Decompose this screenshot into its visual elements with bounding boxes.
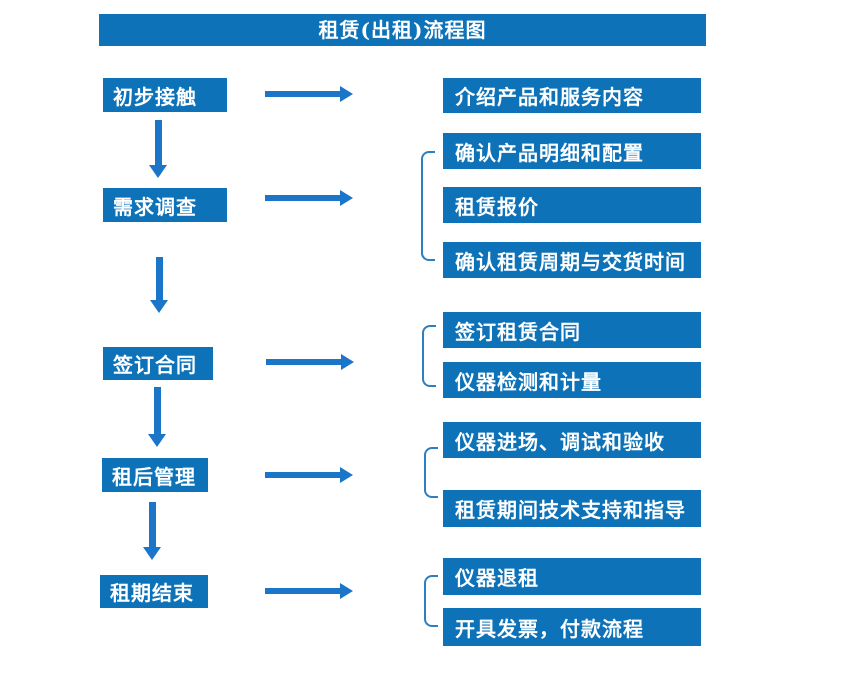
step-box-initial-contact: 初步接触 bbox=[103, 78, 227, 112]
down-arrow-stem bbox=[148, 502, 156, 547]
step-box-demand-survey: 需求调查 bbox=[103, 188, 227, 222]
right-arrow-head bbox=[340, 190, 353, 206]
detail-box-confirm-rental-period: 确认租赁周期与交货时间 bbox=[443, 242, 701, 278]
detail-box-sign-rental-contract: 签订租赁合同 bbox=[443, 312, 701, 348]
group-bracket-icon bbox=[421, 151, 435, 261]
step-box-lease-end: 租期结束 bbox=[100, 575, 208, 608]
down-arrow-stem bbox=[154, 120, 162, 165]
right-arrow-icon bbox=[265, 583, 353, 599]
right-arrow-icon bbox=[265, 190, 353, 206]
right-arrow-head bbox=[340, 86, 353, 102]
group-bracket-icon bbox=[424, 447, 438, 498]
down-arrow-stem bbox=[153, 387, 161, 434]
right-arrow-head bbox=[340, 583, 353, 599]
detail-box-invoice-payment: 开具发票，付款流程 bbox=[443, 608, 701, 646]
group-bracket-icon bbox=[424, 575, 438, 627]
detail-box-technical-support: 租赁期间技术支持和指导 bbox=[443, 490, 701, 527]
step-box-sign-contract: 签订合同 bbox=[103, 347, 213, 380]
down-arrow-stem bbox=[155, 257, 163, 300]
right-arrow-head bbox=[341, 354, 354, 370]
down-arrow-icon bbox=[150, 257, 168, 313]
group-bracket-icon bbox=[422, 325, 436, 387]
detail-box-instrument-setup: 仪器进场、调试和验收 bbox=[443, 422, 701, 458]
right-arrow-stem bbox=[265, 588, 340, 594]
right-arrow-icon bbox=[265, 86, 353, 102]
detail-box-confirm-product-details: 确认产品明细和配置 bbox=[443, 133, 701, 169]
detail-box-rental-quotation: 租赁报价 bbox=[443, 187, 701, 223]
down-arrow-head bbox=[148, 434, 166, 447]
down-arrow-head bbox=[150, 300, 168, 313]
right-arrow-head bbox=[340, 467, 353, 483]
right-arrow-stem bbox=[265, 195, 340, 201]
right-arrow-icon bbox=[265, 467, 353, 483]
down-arrow-head bbox=[143, 547, 161, 560]
detail-box-instrument-return: 仪器退租 bbox=[443, 558, 701, 595]
down-arrow-icon bbox=[143, 502, 161, 560]
down-arrow-icon bbox=[149, 120, 167, 178]
right-arrow-stem bbox=[265, 91, 340, 97]
detail-box-introduce-products: 介绍产品和服务内容 bbox=[443, 78, 701, 113]
down-arrow-icon bbox=[148, 387, 166, 447]
right-arrow-stem bbox=[265, 472, 340, 478]
detail-box-instrument-testing: 仪器检测和计量 bbox=[443, 362, 701, 398]
right-arrow-stem bbox=[266, 359, 341, 365]
right-arrow-icon bbox=[266, 354, 354, 370]
step-box-post-rental-management: 租后管理 bbox=[102, 458, 208, 492]
flowchart-title: 租赁(出租)流程图 bbox=[99, 14, 706, 46]
down-arrow-head bbox=[149, 165, 167, 178]
